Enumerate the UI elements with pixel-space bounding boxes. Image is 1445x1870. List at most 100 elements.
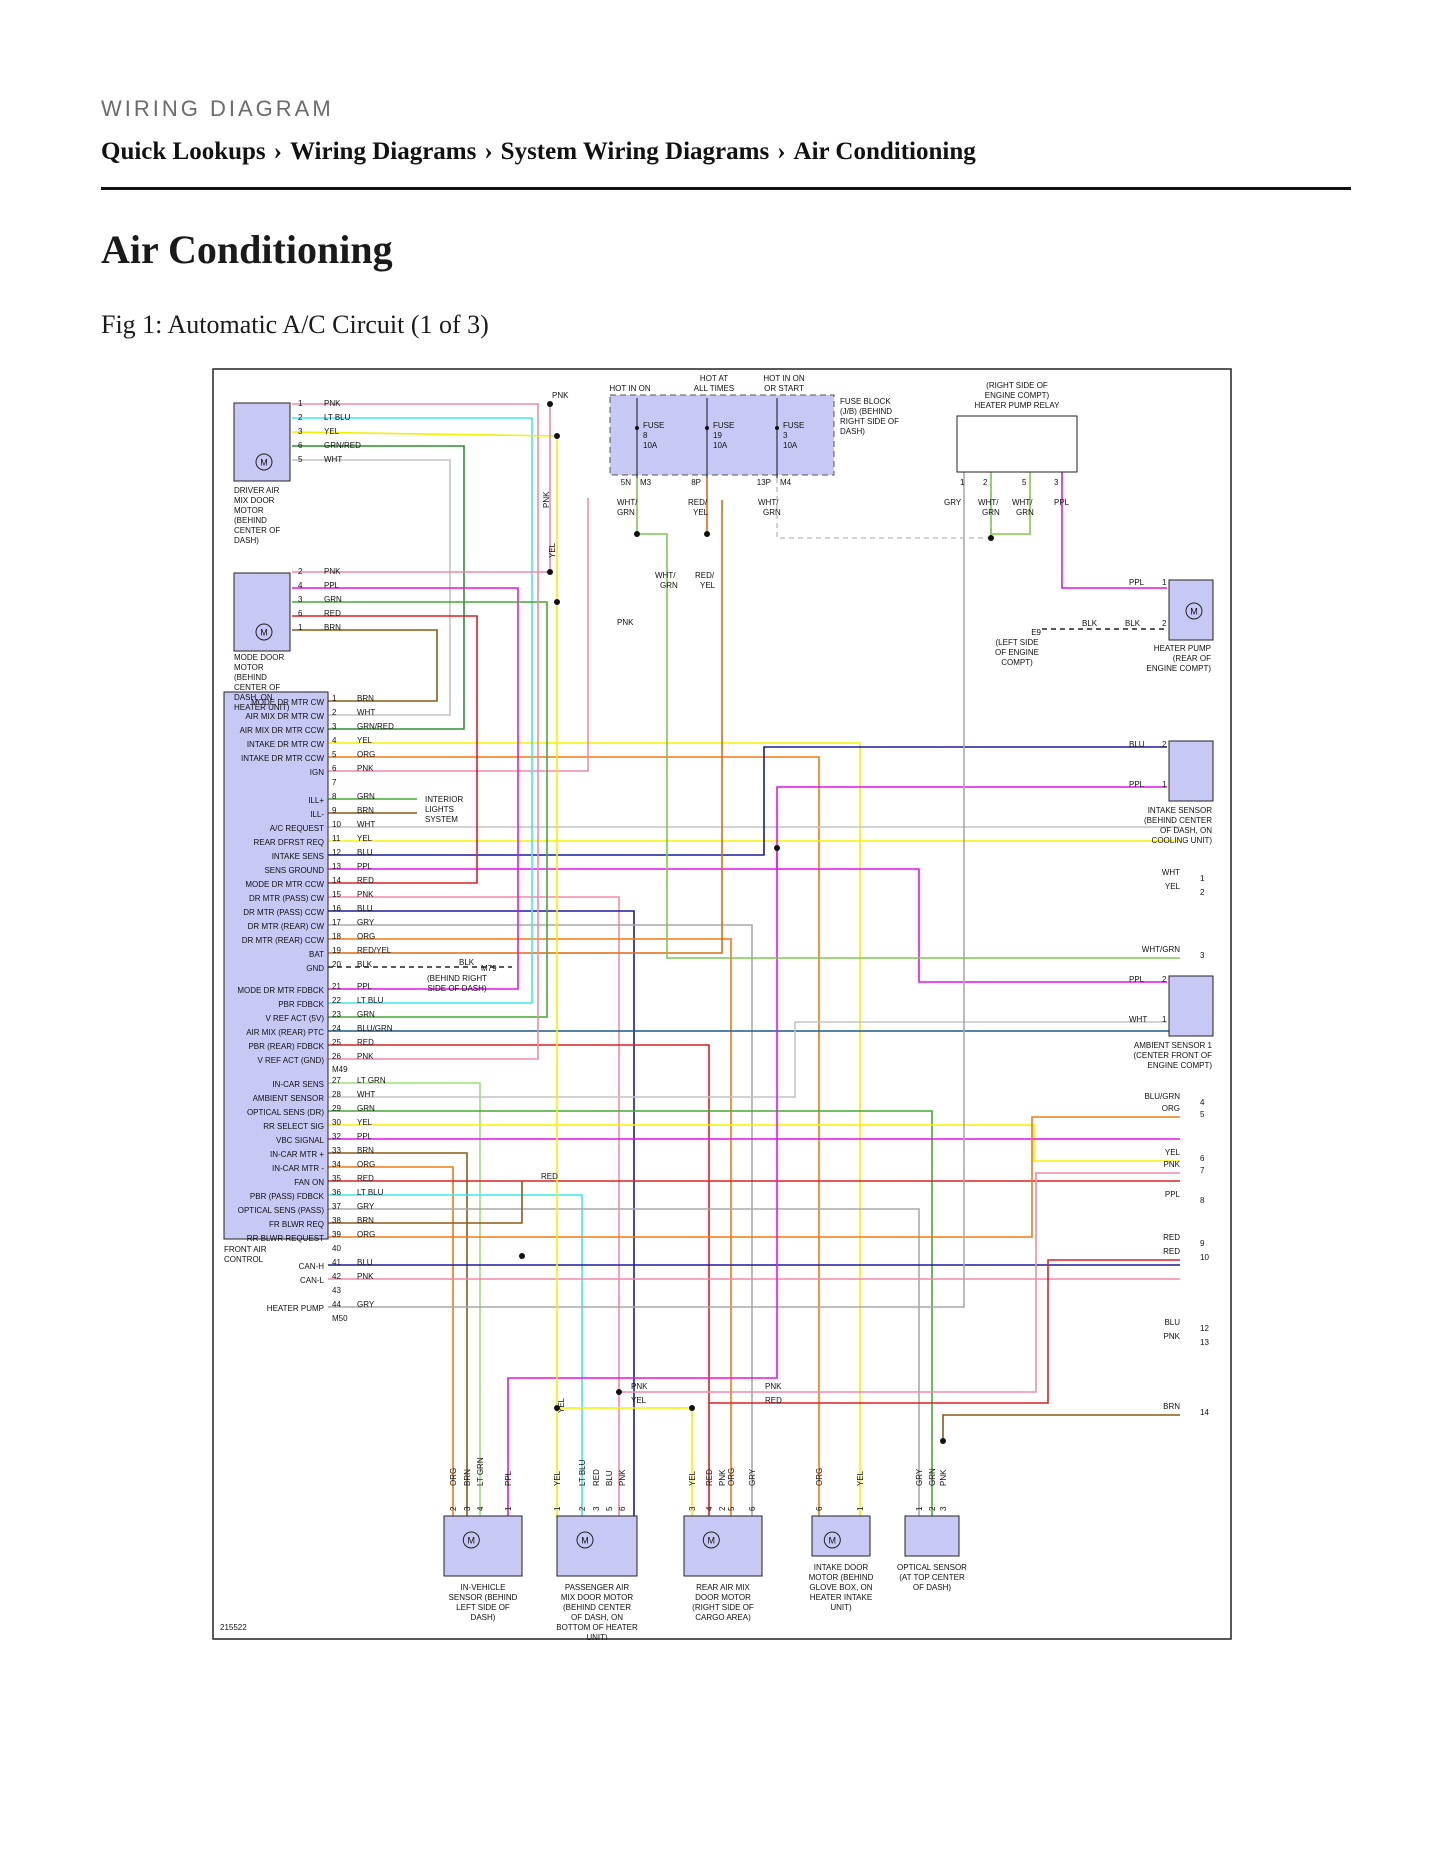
ground-label: E9 <box>1031 628 1041 637</box>
wire-label: RED <box>541 1172 558 1181</box>
connector-wire-label: RED <box>1163 1233 1180 1242</box>
module-pin-number: 40 <box>332 1244 341 1253</box>
module-pin-function: V REF ACT (GND) <box>257 1056 324 1065</box>
wire-label-vertical: BRN <box>463 1469 472 1486</box>
module-pin-number: 30 <box>332 1118 341 1127</box>
wire-label: BLK <box>459 958 475 967</box>
connector-number: 4 <box>1200 1098 1205 1107</box>
fuse-node <box>705 426 709 430</box>
power-label: OR START <box>764 384 804 393</box>
rear-air-mix-motor-icon <box>702 1531 720 1549</box>
driver-air-mix-label: DASH) <box>234 536 259 545</box>
wire-label-vertical: YEL <box>856 1470 865 1486</box>
pin-number: 6 <box>298 609 303 618</box>
module-pin-function: BAT <box>309 950 324 959</box>
module-pin-function: INTAKE DR MTR CCW <box>241 754 324 763</box>
module-pin-wire: BLU <box>357 904 373 913</box>
connector-wire-label: PPL <box>1165 1190 1181 1199</box>
module-pin-function: GND <box>306 964 324 973</box>
module-pin-number: 25 <box>332 1038 341 1047</box>
wire-label: PPL <box>1129 578 1145 587</box>
module-pin-number: 12 <box>332 848 341 857</box>
module-pin-function: INTAKE SENS <box>272 852 324 861</box>
wire-label: PNK <box>552 391 569 400</box>
module-pin-wire: PPL <box>357 1132 373 1141</box>
wire-label: WHT/ <box>978 498 999 507</box>
wire-label-vertical: YEL <box>548 542 557 558</box>
pin-number: 3 <box>592 1506 601 1511</box>
breadcrumb-air-conditioning[interactable]: Air Conditioning <box>793 138 976 165</box>
module-pin-wire: PNK <box>357 1272 374 1281</box>
wire-label: 1 <box>1162 780 1167 789</box>
wire-blu-pass <box>328 910 635 1518</box>
fuse-amps: 10A <box>643 441 658 450</box>
module-pin-number: 6 <box>332 764 337 773</box>
module-pin-wire: BRN <box>357 1216 374 1225</box>
wire-label: RED/ <box>695 571 715 580</box>
splice-dot <box>634 531 640 537</box>
intake-door-label: HEATER INTAKE <box>810 1593 872 1602</box>
wire-label-vertical: ORG <box>727 1468 736 1486</box>
module-pin-number: 28 <box>332 1090 341 1099</box>
module-pin-wire: PPL <box>357 862 373 871</box>
heater-pump-label: ENGINE COMPT) <box>1147 664 1212 673</box>
module-pin-function: DR MTR (PASS) CW <box>249 894 324 903</box>
heater-pump-label: (REAR OF <box>1173 654 1211 663</box>
power-label: HOT IN ON <box>763 374 804 383</box>
intake-door-motor-icon <box>823 1531 841 1549</box>
wire-pnk-ign <box>328 498 589 772</box>
wire-ppl-sens <box>328 868 1167 983</box>
module-pin-number: 2 <box>332 708 337 717</box>
pass-air-mix-label: MIX DOOR MOTOR <box>561 1593 634 1602</box>
module-pin-number: 27 <box>332 1076 341 1085</box>
page-title: Air Conditioning <box>101 227 393 272</box>
wire-label: 2 <box>1162 740 1167 749</box>
module-pin-wire: BLU/GRN <box>357 1024 393 1033</box>
wire-label: GRN/RED <box>324 441 361 450</box>
pin-number: 4 <box>476 1506 485 1511</box>
module-pin-wire: GRY <box>357 918 375 927</box>
breadcrumb-wiring-diagrams[interactable]: Wiring Diagrams <box>290 138 477 165</box>
module-pin-number: 42 <box>332 1272 341 1281</box>
wire-label: WHT <box>324 455 342 464</box>
optical-sensor-label: OPTICAL SENSOR <box>897 1563 967 1572</box>
module-pin-number: 41 <box>332 1258 341 1267</box>
wire-label-vertical: BLU <box>605 1470 614 1486</box>
wire-label: LT BLU <box>324 413 351 422</box>
wire-org-incar <box>328 1166 454 1518</box>
module-pin-function: FR BLWR REQ <box>269 1220 324 1229</box>
module-pin-number: 29 <box>332 1104 341 1113</box>
pin-number: 1 <box>298 623 303 632</box>
intake-door-label: UNIT) <box>830 1603 852 1612</box>
wire-pnk-vref <box>292 403 539 1060</box>
module-pin-function: AIR MIX (REAR) PTC <box>246 1028 324 1037</box>
wire-label: YEL <box>700 581 716 590</box>
motor-symbol: M <box>260 628 268 638</box>
module-pin-number: 18 <box>332 932 341 941</box>
wire-pnk-7 <box>619 1172 1180 1393</box>
pin-number: 2 <box>298 413 303 422</box>
wire-gry-optical <box>328 1208 920 1518</box>
pin-number: 1 <box>553 1506 562 1511</box>
motor-symbol: M <box>1190 607 1198 617</box>
module-pin-function: ILL- <box>310 810 324 819</box>
connector-wire-label: BLU/GRN <box>1144 1092 1180 1101</box>
wire-label: BRN <box>324 623 341 632</box>
rear-air-mix-label: (RIGHT SIDE OF <box>692 1603 754 1612</box>
breadcrumb-system-wiring-diagrams[interactable]: System Wiring Diagrams <box>500 138 770 165</box>
wire-gry-rear <box>328 924 753 1518</box>
connector-wire-label: BRN <box>1163 1402 1180 1411</box>
front-air-control-module <box>223 691 329 1240</box>
breadcrumb-quick-lookups[interactable]: Quick Lookups <box>101 138 266 165</box>
wire-wht-ambient <box>328 1021 1167 1098</box>
module-pin-wire: RED <box>357 1174 374 1183</box>
pin-number: 2 <box>578 1506 587 1511</box>
wire-ltgrn-incar <box>328 1082 481 1518</box>
wire-yel-rrsel <box>328 1124 1180 1162</box>
rear-air-mix <box>683 1515 763 1577</box>
driver-air-mix-label: CENTER OF <box>234 526 280 535</box>
splice-dot <box>554 1405 560 1411</box>
ambient-sensor-label: ENGINE COMPT) <box>1148 1061 1213 1070</box>
wire-label-vertical: ORG <box>449 1468 458 1486</box>
pin-number: 3 <box>463 1506 472 1511</box>
